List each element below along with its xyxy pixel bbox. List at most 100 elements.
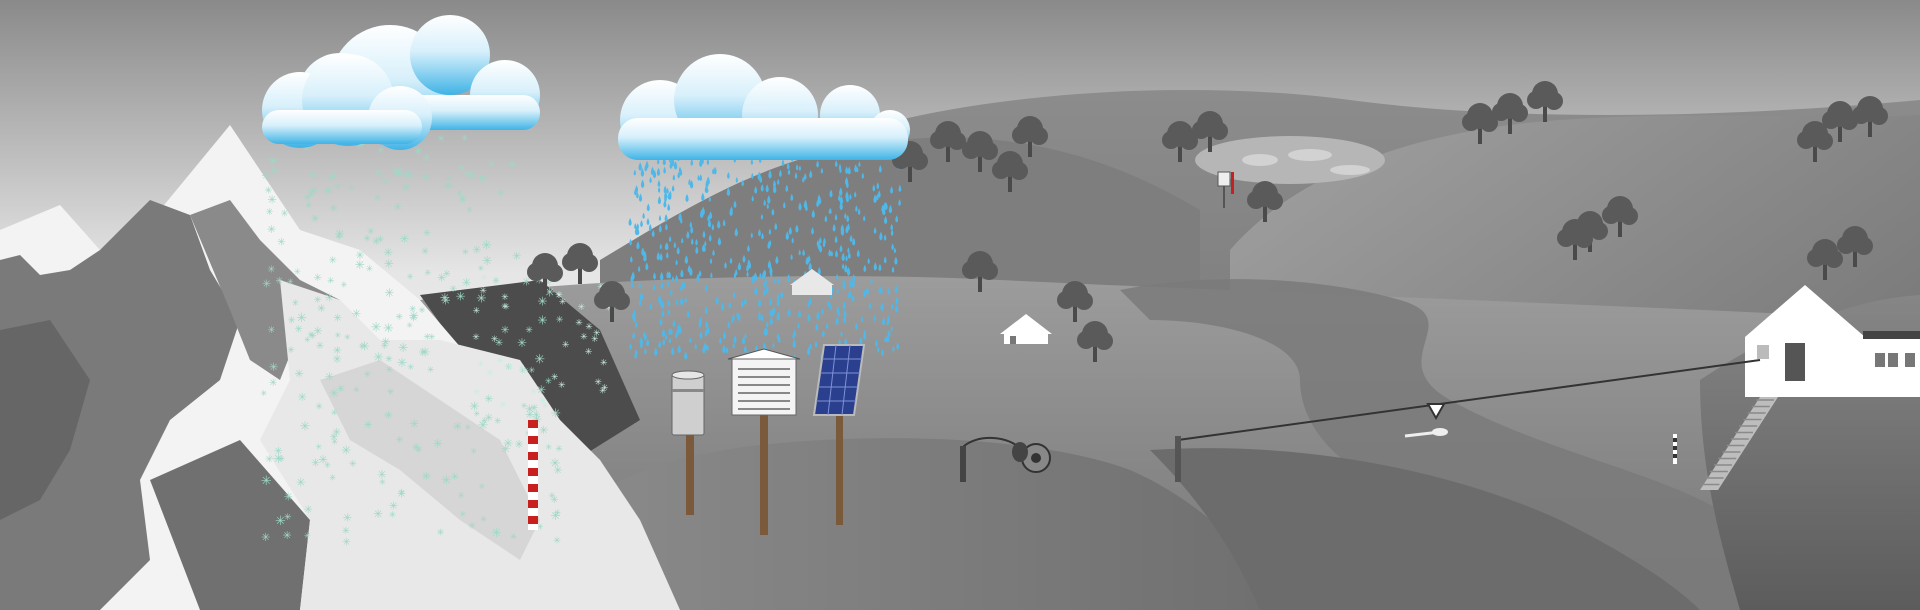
raindrop-icon [630,274,634,283]
snow-stake-icon [528,420,538,530]
raindrop-icon [666,270,670,279]
snowflake-icon: ✳ [501,293,509,303]
raindrop-icon [690,225,694,234]
raindrop-icon [761,232,764,240]
snowflake-icon: ✳ [343,511,352,524]
raindrop-icon [882,206,886,216]
raindrop-icon [700,209,704,218]
water-level-marker-icon [1673,434,1677,464]
snowflake-icon: ✳ [397,488,406,501]
raindrop-icon [657,179,661,188]
raindrop-icon [828,208,831,215]
snowflake-icon: ✳ [261,531,270,544]
snowflake-icon: ✳ [462,248,469,258]
raindrop-icon [873,227,877,234]
snowflake-icon: ✳ [506,363,514,373]
raindrop-icon [660,271,664,281]
raindrop-icon [724,261,727,269]
raindrop-icon [763,199,766,206]
raindrop-icon [896,342,900,350]
raindrop-icon [657,196,661,205]
snowflake-icon: ✳ [374,193,382,204]
snowflake-icon: ✳ [300,420,311,435]
snowflake-icon: ✳ [381,176,390,188]
raindrop-icon [875,339,878,347]
raindrop-icon [776,178,780,186]
snowflake-icon: ✳ [421,170,431,184]
raindrop-icon [816,160,819,168]
cloud-snow-small [262,54,432,150]
snowflake-icon: ✳ [453,420,463,434]
snowflake-icon: ✳ [398,488,405,498]
raindrop-icon [733,200,737,208]
raindrop-icon [660,281,664,290]
raindrop-icon [638,193,643,202]
raindrop-icon [846,214,850,223]
raindrop-icon [829,189,833,198]
foreground-hill [500,438,1290,610]
snowflake-icon: ✳ [541,401,549,411]
raindrop-icon [765,184,769,193]
raindrop-icon [760,213,764,220]
raindrop-icon [775,255,779,264]
raindrop-icon [877,190,881,198]
raindrop-icon [630,281,634,288]
raindrop-icon [667,308,671,316]
raindrop-icon [689,221,693,228]
snowflake-icon: ✳ [304,503,313,516]
raindrop-icon [672,319,676,328]
raindrop-icon [663,166,666,174]
snowflake-icon: ✳ [585,323,593,333]
raindrop-icon [841,263,845,270]
raindrop-icon [754,186,758,194]
raindrop-icon [720,302,725,311]
snowflake-icon: ✳ [277,236,286,248]
snowflake-icon: ✳ [342,526,351,537]
raindrop-icon [778,336,781,343]
snowflake-icon: ✳ [366,265,373,275]
snowflake-icon: ✳ [556,315,564,326]
foreground-right-slope [1150,448,1700,610]
raindrop-icon [665,223,668,231]
snowflake-icon: ✳ [349,459,357,470]
snowflake-icon: ✳ [381,336,390,349]
raindrop-icon [689,180,694,189]
raindrop-icon [898,184,902,193]
snowflake-icon: ✳ [562,340,570,350]
raindrop-icon [766,203,769,210]
raindrop-icon [690,158,694,166]
raindrop-icon [821,308,824,315]
snowflake-icon: ✳ [437,272,446,285]
raindrop-icon [711,223,715,231]
raindrop-icon [705,320,709,329]
snowflake-icon: ✳ [600,359,608,369]
raindrop-icon [830,250,833,257]
snowflake-icon: ✳ [551,373,559,383]
raindrop-icon [698,319,702,328]
snowflake-icon: ✳ [307,190,315,201]
snowflake-icon: ✳ [525,408,535,422]
raindrop-icon [882,317,886,326]
raindrop-icon [631,312,635,320]
raindrop-icon [798,309,801,318]
raindrop-icon [781,159,785,167]
raindrop-icon [689,337,692,344]
snowflake-icon: ✳ [550,495,558,506]
raindrop-icon [792,339,796,348]
snowflake-icon: ✳ [303,144,311,154]
raindrop-icon [630,255,633,263]
snowflake-icon: ✳ [478,418,489,433]
raindrop-icon [659,252,663,261]
raindrop-icon [894,304,899,313]
raindrop-icon [768,170,772,179]
snowflake-icon: ✳ [344,332,351,342]
raindrop-icon [773,184,777,194]
raindrop-icon [865,286,869,296]
raindrop-icon [839,195,844,205]
raindrop-icon [686,310,690,318]
raindrop-icon [786,274,791,283]
snowflake-icon: ✳ [294,324,303,335]
snowflake-icon: ✳ [463,168,473,182]
snowflake-icon: ✳ [334,182,342,193]
raindrop-icon [895,215,899,223]
